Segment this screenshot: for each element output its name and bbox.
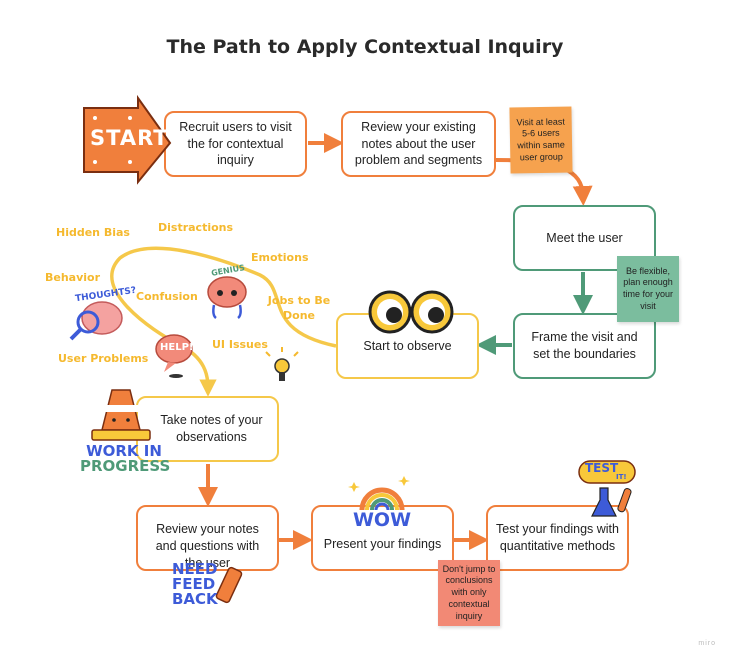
progress-text: PROGRESS [80, 457, 171, 475]
step-start-observe: Start to observe [336, 313, 479, 379]
word-emotions: Emotions [251, 251, 309, 264]
test-it-sticker-label: IT! [616, 473, 627, 481]
help-sticker-label: HELP! [160, 342, 194, 353]
step-review-notes: Review your existing notes about the use… [341, 111, 496, 177]
feed-text: FEED [172, 575, 216, 593]
page-title: The Path to Apply Contextual Inquiry [166, 36, 564, 58]
need-text: NEED [172, 560, 218, 578]
word-ui-issues: UI Issues [212, 338, 268, 351]
sticky-note-visit: Visit at least 5-6 users within same use… [509, 106, 573, 174]
step-test-findings: Test your findings with quantitative met… [486, 505, 629, 571]
wow-sticker-label: WOW [352, 509, 412, 531]
start-sticker-label: START [90, 126, 169, 150]
miro-watermark: miro [698, 640, 716, 647]
sticky-note-flexible: Be flexible, plan enough time for your v… [617, 256, 679, 322]
step-frame-visit: Frame the visit and set the boundaries [513, 313, 656, 379]
test-sticker-label: TEST [585, 461, 619, 475]
step-take-notes: Take notes of your observations [136, 396, 279, 462]
step-present-findings: Present your findings [311, 505, 454, 571]
sticky-note-conclusions: Don't jump to conclusions with only cont… [438, 560, 500, 626]
word-behavior: Behavior [45, 271, 101, 284]
step-review-questions: Review your notes and questions with the… [136, 505, 279, 571]
word-confusion: Confusion [136, 290, 198, 303]
need-feedback-label: NEED FEED BACK [172, 562, 218, 607]
word-user-problems: User Problems [58, 352, 149, 365]
word-hidden-bias: Hidden Bias [56, 226, 130, 239]
work-in-text: WORK IN [86, 442, 162, 460]
back-text: BACK [172, 590, 218, 608]
work-in-progress-label: WORK IN PROGRESS [80, 442, 171, 475]
step-recruit: Recruit users to visit the for contextua… [164, 111, 307, 177]
word-distractions: Distractions [158, 221, 234, 234]
word-jobs-to-be-done: Jobs to Be Done [267, 294, 331, 322]
